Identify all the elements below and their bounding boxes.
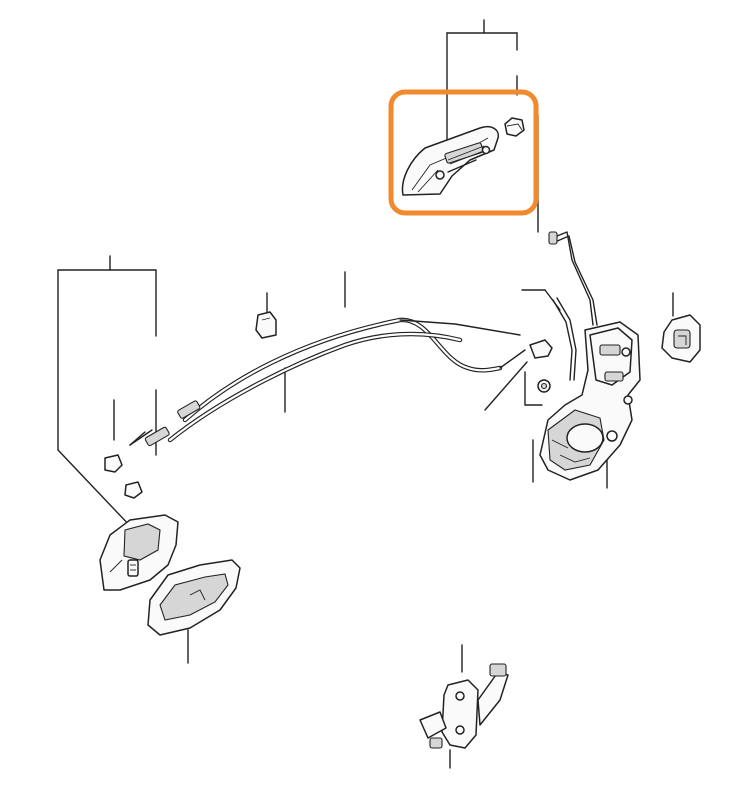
door-lock-actuator (539, 321, 641, 481)
inner-handle-bracket (99, 514, 179, 591)
handle-cap (504, 117, 525, 137)
highlight-box (388, 89, 539, 216)
left-clips (104, 431, 146, 499)
lock-cable (129, 331, 463, 447)
fasteners (529, 339, 553, 393)
cable-clip (255, 311, 277, 339)
striker (661, 314, 701, 363)
release-cable (177, 317, 526, 423)
door-check (419, 663, 509, 749)
lock-rod (548, 231, 598, 381)
outer-handle (401, 126, 500, 196)
leader-lines (57, 19, 674, 769)
inner-handle (147, 559, 241, 636)
